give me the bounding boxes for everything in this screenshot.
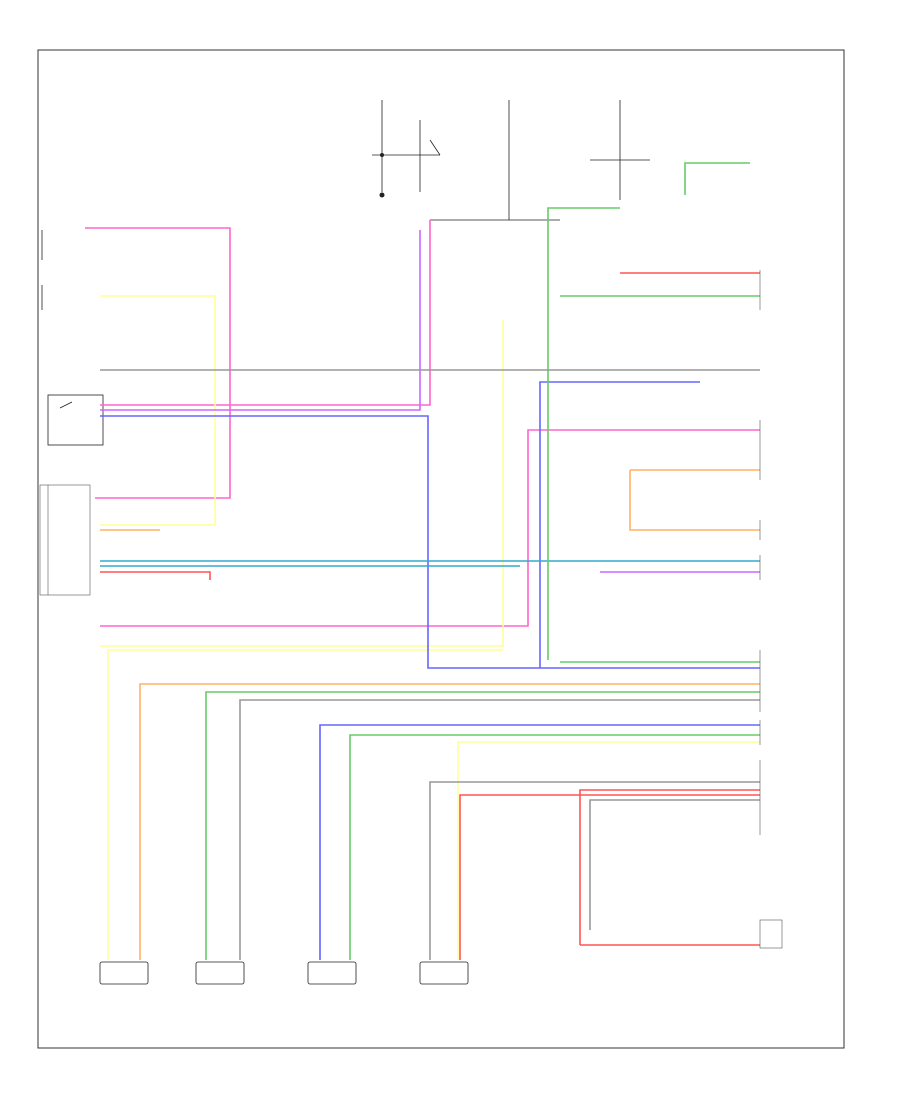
top-fuse-area (372, 100, 650, 221)
wire-green-right (205, 162, 760, 960)
wire-red-center (100, 272, 760, 960)
wire-cyan-center (100, 560, 760, 567)
wire-gray-right (100, 369, 760, 960)
sensor-3 (307, 961, 357, 985)
ignition-switch-box (47, 394, 104, 446)
module-connector-block (39, 484, 91, 596)
wire-orange-center (100, 469, 760, 960)
left-components (39, 230, 104, 596)
diagram-frame (37, 49, 845, 1049)
wire-blue-left (100, 381, 760, 960)
right-bottom-connector (759, 919, 783, 949)
bottom-sensors (99, 961, 469, 985)
wire-pink-upper-left (85, 220, 760, 627)
sensor-2 (195, 961, 245, 985)
sensor-1 (99, 961, 149, 985)
sensor-4 (419, 961, 469, 985)
wire-violet-left (100, 230, 760, 573)
right-connectors (759, 270, 783, 949)
wire-yellow-left (100, 295, 760, 960)
